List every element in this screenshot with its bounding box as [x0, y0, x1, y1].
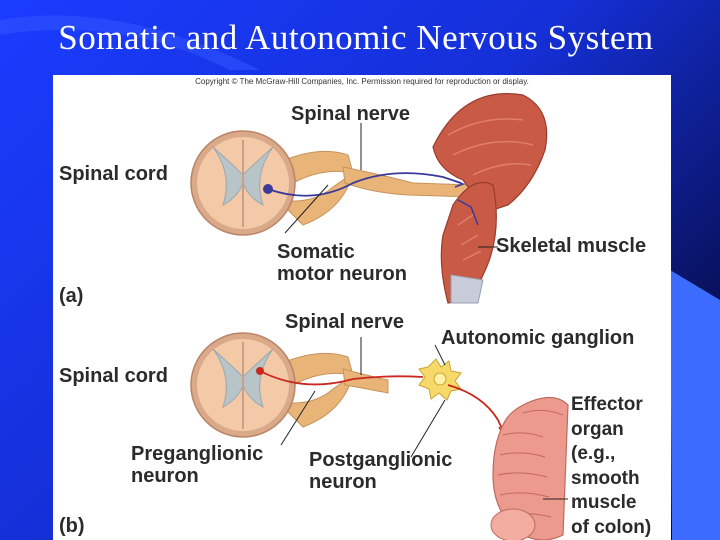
panel-a-illustration [190, 93, 548, 304]
label-spinal-cord-b: Spinal cord [59, 365, 168, 387]
label-postganglionic-neuron: Postganglionic neuron [309, 449, 453, 493]
skeletal-muscle-illustration [432, 93, 548, 304]
label-spinal-nerve-b: Spinal nerve [285, 311, 404, 333]
label-panel-a: (a) [59, 285, 84, 307]
label-spinal-nerve-a: Spinal nerve [291, 103, 410, 125]
slide-title: Somatic and Autonomic Nervous System [58, 18, 654, 57]
autonomic-ganglion-illustration [418, 358, 462, 401]
effector-organ-colon-illustration [490, 396, 569, 540]
figure-panel: Copyright © The McGraw-Hill Companies, I… [53, 75, 671, 540]
label-effector-organ: Effector organ (e.g., smooth muscle of c… [571, 394, 652, 538]
label-spinal-cord-a: Spinal cord [59, 163, 168, 185]
label-autonomic-ganglion: Autonomic ganglion [441, 327, 635, 349]
label-preganglionic-neuron: Preganglionic neuron [131, 443, 264, 487]
spinal-cord-a [190, 130, 296, 236]
copyright-notice: Copyright © The McGraw-Hill Companies, I… [195, 77, 529, 86]
neuron-diagram [190, 93, 569, 540]
panel-b-illustration [190, 332, 569, 540]
label-panel-b: (b) [59, 515, 85, 537]
spinal-cord-b [190, 332, 296, 438]
label-somatic-motor-neuron: Somatic motor neuron [277, 241, 407, 285]
label-skeletal-muscle: Skeletal muscle [496, 235, 647, 257]
